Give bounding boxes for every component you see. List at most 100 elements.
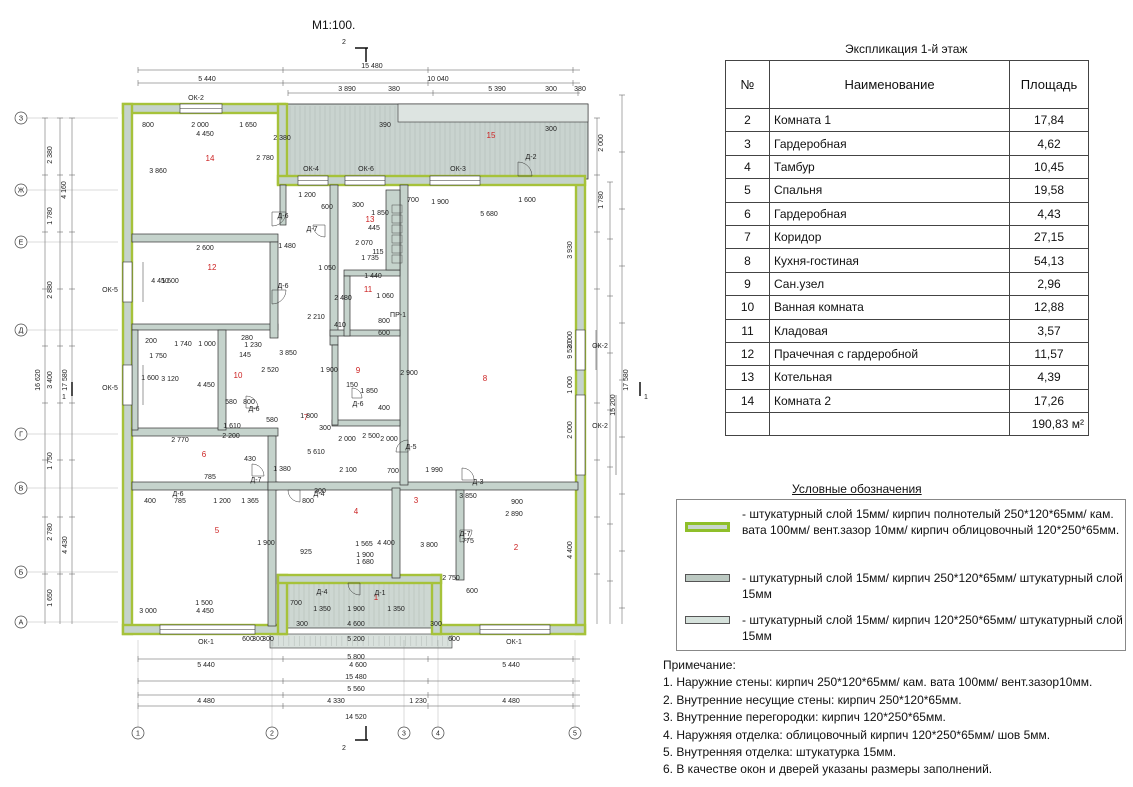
legend-swatch-bearing-wall xyxy=(685,574,730,582)
table-header-row: № Наименование Площадь xyxy=(725,60,1089,109)
door-swing xyxy=(251,463,265,477)
dim-label: 145 xyxy=(239,352,251,359)
dim-label: 300 xyxy=(352,202,364,209)
room-number: 7 xyxy=(304,413,309,422)
opening-label: ПР-1 xyxy=(390,312,406,319)
dim-label: 600 xyxy=(448,636,460,643)
room-number: 11 xyxy=(364,285,373,294)
room-area-cell: 12,88 xyxy=(1009,295,1089,320)
opening-label: Д-7 xyxy=(307,226,318,233)
empty-cell xyxy=(725,412,770,437)
dim-label: 1 350 xyxy=(387,606,405,613)
dimension-lines xyxy=(42,67,625,709)
room-number-cell: 8 xyxy=(725,248,770,273)
dim-label: 1 480 xyxy=(278,243,296,250)
opening-label: ОК-4 xyxy=(303,166,319,173)
inner-wall xyxy=(331,419,401,427)
room-number: 5 xyxy=(215,526,220,535)
dim-label: 1 000 xyxy=(567,376,574,394)
room-number: 15 xyxy=(487,131,496,140)
legend-swatch-partition xyxy=(685,616,730,624)
dim-label: 380 xyxy=(574,86,586,93)
room-area-cell: 54,13 xyxy=(1009,248,1089,273)
dim-label: 775 xyxy=(462,538,474,545)
door xyxy=(251,463,265,477)
dim-label: 2 770 xyxy=(171,437,189,444)
opening-label: Д-3 xyxy=(473,479,484,486)
dim-label: 1 650 xyxy=(47,589,54,607)
dim-label: 600 xyxy=(321,204,333,211)
dim-label: 1 850 xyxy=(371,210,389,217)
room-number: 1 xyxy=(374,593,379,602)
dim-label: 300 xyxy=(262,636,274,643)
note-1: 1. Наружние стены: кирпич 250*120*65мм/ … xyxy=(663,675,1093,690)
room-number-cell: 5 xyxy=(725,178,770,203)
room-number-cell: 11 xyxy=(725,318,770,343)
dim-label: 2 380 xyxy=(273,135,291,142)
dim-label: 16 620 xyxy=(35,369,42,391)
inner-wall xyxy=(131,427,279,437)
room-number-cell: 13 xyxy=(725,365,770,390)
total-area-cell: 190,83 м² xyxy=(1009,412,1089,437)
dim-label: 2 520 xyxy=(261,367,279,374)
axis-label: А xyxy=(19,620,24,627)
note-6: 6. В качестве окон и дверей указаны разм… xyxy=(663,762,993,777)
door xyxy=(517,161,533,177)
dim-label: 5 390 xyxy=(488,86,506,93)
dim-label: 2 890 xyxy=(505,511,523,518)
dim-label: 1 780 xyxy=(598,191,605,209)
room-number: 10 xyxy=(234,371,243,380)
note-5: 5. Внутренняя отделка: штукатурка 15мм. xyxy=(663,745,897,760)
inner-wall xyxy=(267,435,277,627)
door xyxy=(271,211,287,227)
dim-label: 3 400 xyxy=(47,371,54,389)
dim-label: 580 xyxy=(266,417,278,424)
dim-label: 3 000 xyxy=(139,608,157,615)
dim-label: 800 xyxy=(142,122,154,129)
dim-label: 800 xyxy=(378,318,390,325)
legend-title: Условные обозначения xyxy=(792,482,922,496)
dim-label: 17 580 xyxy=(623,369,630,391)
dim-label: 4 450 xyxy=(151,278,169,285)
room-name-cell: Кухня-гостиная xyxy=(769,248,1010,273)
dim-label: 4 600 xyxy=(347,621,365,628)
notes: Примечание: 1. Наружние стены: кирпич 25… xyxy=(663,657,1092,779)
dim-label: 1 650 xyxy=(239,122,257,129)
dim-label: 2 210 xyxy=(307,314,325,321)
dim-label: 1 200 xyxy=(213,498,231,505)
opening-label: Д-4 xyxy=(317,589,328,596)
dim-label: 5 610 xyxy=(307,449,325,456)
dim-label: 1 900 xyxy=(356,552,374,559)
room-number: 2 xyxy=(514,543,519,552)
dim-label: 2 500 xyxy=(362,433,380,440)
dim-label: 5 440 xyxy=(502,662,520,669)
door xyxy=(245,395,259,409)
opening-label: ОК-2 xyxy=(188,95,204,102)
inner-wall xyxy=(391,487,401,579)
opening-label: ОК-5 xyxy=(102,287,118,294)
dim-label: 1 600 xyxy=(141,375,159,382)
axis-label: 4 xyxy=(436,731,440,738)
room-name-cell: Прачечная с гардеробной xyxy=(769,341,1010,367)
dim-label: 4 450 xyxy=(197,382,215,389)
room-name-cell: Комната 1 xyxy=(769,107,1010,133)
dim-label: 300 xyxy=(545,86,557,93)
dim-label: 600 xyxy=(378,330,390,337)
dim-label: 300 xyxy=(252,636,264,643)
dim-label: 900 xyxy=(511,499,523,506)
legend-swatch-outer-wall xyxy=(685,522,730,532)
room-number: 13 xyxy=(366,215,375,224)
opening-label: Д-6 xyxy=(353,401,364,408)
dim-label: 1 900 xyxy=(431,199,449,206)
dim-label: 3 850 xyxy=(279,350,297,357)
note-2: 2. Внутренние несущие стены: кирпич 250*… xyxy=(663,692,962,707)
dim-label: 2 780 xyxy=(47,523,54,541)
scale-label: М1:100. xyxy=(312,18,356,32)
dim-label: 1 380 xyxy=(273,466,291,473)
inner-wall xyxy=(217,329,227,431)
col-name-header: Наименование xyxy=(769,60,1010,109)
